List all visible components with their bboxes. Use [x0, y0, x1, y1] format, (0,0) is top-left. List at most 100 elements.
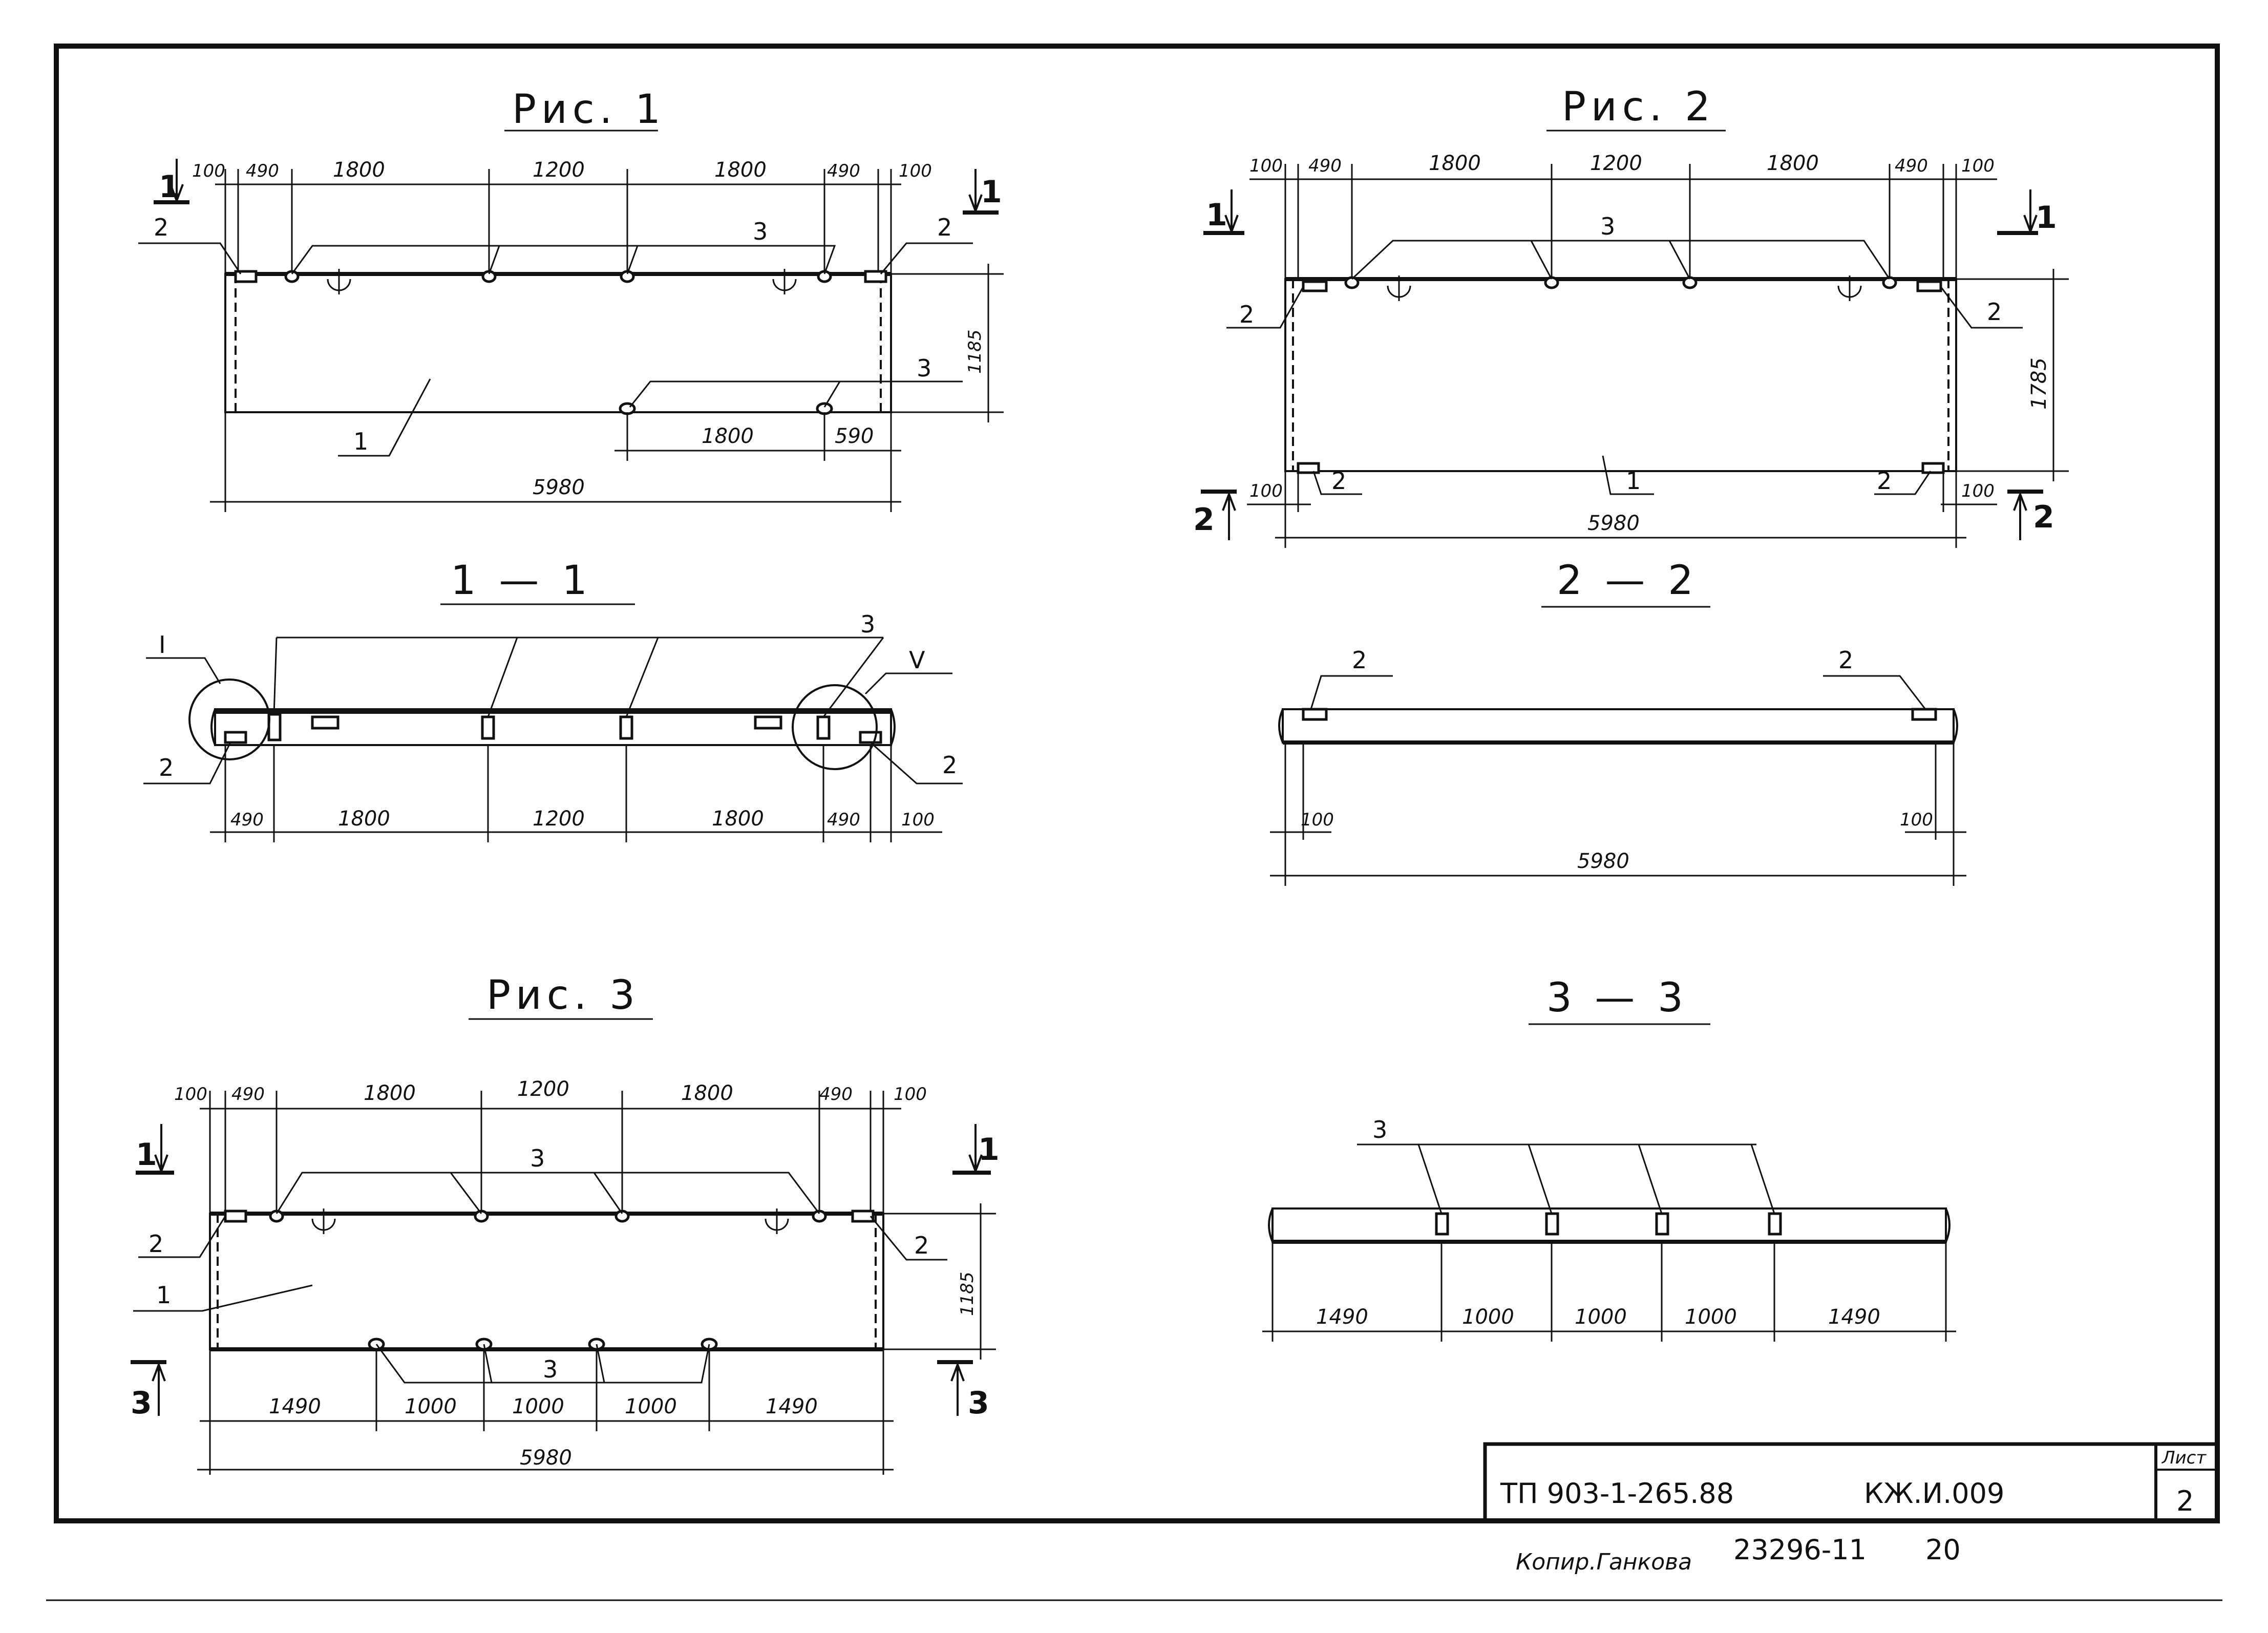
svg-text:590: 590	[835, 425, 874, 448]
fig1-dim-1800-a: 1800	[333, 158, 385, 182]
fig1-dim-490-right: 490	[827, 161, 860, 181]
fig1-dim-100-left: 100	[192, 161, 225, 181]
svg-text:5980: 5980	[1587, 512, 1640, 535]
svg-text:V: V	[909, 646, 925, 674]
svg-text:1800: 1800	[1767, 152, 1819, 175]
fig3-callouts: 3 3 2 2 1	[133, 1144, 947, 1384]
svg-text:1000: 1000	[625, 1395, 677, 1418]
section-2-2: 2 — 2 2 2 100 100 5980	[1270, 558, 1966, 886]
order-number: 23296-11	[1733, 1534, 1867, 1566]
svg-text:1: 1	[159, 169, 180, 205]
fig2-embeds	[1297, 275, 1945, 474]
svg-text:100: 100	[1900, 810, 1933, 830]
svg-text:490: 490	[827, 810, 860, 830]
fig2-bottom-dims: 100 100 5980	[1247, 471, 1997, 548]
svg-text:100: 100	[1961, 156, 1995, 176]
svg-text:2: 2	[1838, 646, 1853, 674]
svg-text:5980: 5980	[1577, 850, 1629, 873]
svg-text:3: 3	[1600, 213, 1615, 240]
fig3-height-dim: 1185	[883, 1203, 996, 1360]
project-code: ТП 903-1-265.88	[1500, 1477, 1734, 1510]
node-I-circle	[188, 678, 270, 760]
svg-text:2: 2	[1331, 467, 1346, 495]
svg-text:2: 2	[1193, 502, 1215, 538]
svg-text:1800: 1800	[702, 425, 754, 448]
svg-text:1800: 1800	[1429, 152, 1481, 175]
fig1-dim-1800-b: 1800	[714, 158, 767, 182]
svg-text:100: 100	[894, 1084, 927, 1105]
fig1-bottom-dims: 1800 590 5980	[210, 412, 901, 512]
svg-text:1800: 1800	[681, 1081, 733, 1105]
svg-text:3: 3	[131, 1385, 152, 1421]
svg-text:100: 100	[174, 1084, 207, 1105]
svg-text:2: 2	[937, 214, 952, 241]
svg-text:2: 2	[154, 214, 168, 241]
section-3-3-title: 3 — 3	[1546, 975, 1688, 1021]
fig2-height-dim: 1785	[1956, 269, 2069, 481]
fig3-section-arrows: 1 1 3 3	[131, 1124, 1000, 1421]
svg-text:100: 100	[901, 810, 935, 830]
svg-text:1490: 1490	[1828, 1305, 1880, 1329]
svg-text:1: 1	[136, 1137, 157, 1173]
fig2-callouts: 3 2 2 2 2 1	[1226, 213, 2023, 495]
document-code: КЖ.И.009	[1864, 1477, 2004, 1510]
fig1-dim-490-left: 490	[246, 161, 279, 181]
svg-text:1185: 1185	[965, 329, 985, 374]
svg-text:2: 2	[1239, 301, 1254, 328]
fig3-top-dimensions: 100 490 1800 1200 1800 490 100	[174, 1077, 927, 1214]
section-1-1-title: 1 — 1	[451, 558, 592, 604]
fig3-embeds	[224, 1208, 875, 1351]
svg-text:2: 2	[914, 1232, 929, 1259]
fig1-section-arrows: 1 1	[154, 159, 1002, 215]
svg-text:2: 2	[1987, 298, 2002, 326]
svg-text:2: 2	[149, 1230, 163, 1258]
svg-text:2: 2	[942, 751, 957, 779]
svg-text:3: 3	[860, 610, 875, 638]
svg-text:1: 1	[2036, 200, 2057, 236]
svg-text:1: 1	[1626, 467, 1641, 495]
fig3-panel	[209, 1213, 884, 1350]
fig3-title: Рис. 3	[486, 972, 640, 1019]
svg-text:1: 1	[156, 1281, 171, 1309]
fig2-panel	[1284, 278, 1957, 472]
fig1-panel	[224, 273, 892, 413]
svg-text:1185: 1185	[957, 1271, 978, 1316]
section-1-1-slab	[214, 708, 892, 746]
svg-text:1800: 1800	[338, 807, 390, 831]
svg-text:3: 3	[530, 1144, 545, 1172]
svg-text:490: 490	[819, 1084, 853, 1105]
fig1-top-dimensions: 100 490 1800 1200 1800 490 100	[192, 158, 932, 277]
figure-2: Рис. 2 100 490 1800 1200 1800 490 100 1	[1193, 84, 2069, 548]
sheet-number: 2	[2176, 1485, 2194, 1517]
svg-text:100: 100	[1249, 481, 1283, 501]
svg-text:1490: 1490	[269, 1395, 321, 1418]
svg-text:1200: 1200	[1590, 152, 1642, 175]
copier-note: Копир.Ганкова	[1516, 1549, 1692, 1575]
svg-text:3: 3	[753, 218, 768, 245]
svg-text:490: 490	[231, 1084, 265, 1105]
node-V-circle	[792, 684, 878, 770]
svg-text:1200: 1200	[533, 807, 585, 831]
sheet-label: Лист	[2161, 1448, 2207, 1468]
svg-text:1200: 1200	[517, 1077, 569, 1101]
svg-text:1: 1	[353, 428, 368, 455]
svg-text:2: 2	[1352, 646, 1367, 674]
section-3-3-dims: 1490 1000 1000 1000 1490	[1262, 1242, 1956, 1342]
svg-text:1: 1	[978, 1132, 1000, 1168]
fig1-dim-100-right: 100	[899, 161, 932, 181]
svg-text:1800: 1800	[712, 807, 764, 831]
svg-text:100: 100	[1961, 481, 1995, 501]
svg-text:I: I	[159, 631, 166, 659]
svg-text:100: 100	[1301, 810, 1334, 830]
fig1-height-dim: 1185	[891, 264, 1004, 422]
section-1-1: 1 — 1 3 I V	[143, 558, 963, 842]
svg-text:490: 490	[230, 810, 264, 830]
drawing-frame	[54, 44, 2220, 1523]
section-1-1-dims: 490 1800 1200 1800 490 100	[210, 745, 942, 842]
fig3-bottom-dims: 1490 1000 1000 1000 1490 5980	[197, 1349, 894, 1475]
fig1-callouts: 3 2 2 3 1	[138, 214, 973, 457]
fig2-section-arrows: 1 1 2 2	[1193, 189, 2057, 540]
fig1-dim-1200: 1200	[533, 158, 585, 182]
svg-text:1000: 1000	[1575, 1305, 1627, 1329]
section-1-1-embeds	[224, 713, 882, 744]
